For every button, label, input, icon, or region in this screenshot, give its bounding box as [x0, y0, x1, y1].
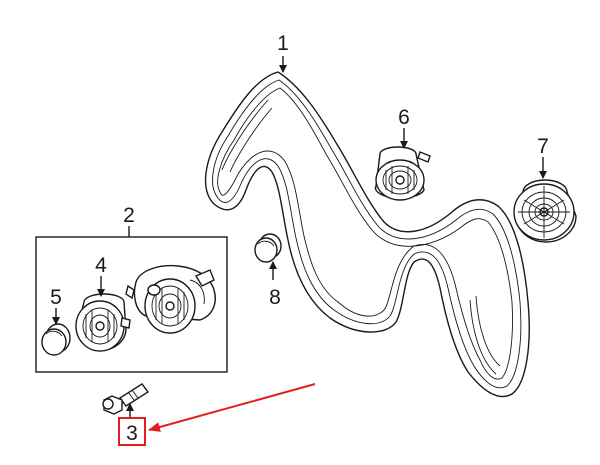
- upper-idler-pulley: [374, 146, 431, 201]
- callout-6-upper-idler: 6: [398, 106, 410, 129]
- mounting-bolt: [102, 383, 150, 415]
- serpentine-belt: [204, 71, 530, 398]
- tensioner-kit-box: [35, 236, 228, 373]
- loose-dust-cap: [254, 233, 282, 263]
- callout-3-bolt: 3: [126, 422, 138, 445]
- highlight-box: [118, 417, 146, 446]
- callout-1-belt: 1: [277, 32, 289, 55]
- callout-5-cap: 5: [50, 286, 62, 309]
- callout-7-right-idler: 7: [537, 135, 549, 158]
- right-ribbed-idler: [513, 179, 577, 243]
- belt-tensioner-assembly: [125, 264, 216, 334]
- callout-8-cap: 8: [269, 286, 281, 309]
- callout-4-idler: 4: [95, 254, 107, 277]
- highlight-arrow: [148, 383, 316, 432]
- kit-dust-cap: [41, 323, 71, 356]
- leader-lines: [52, 56, 547, 417]
- kit-idler-pulley: [75, 293, 131, 352]
- callout-2-kit: 2: [123, 204, 135, 227]
